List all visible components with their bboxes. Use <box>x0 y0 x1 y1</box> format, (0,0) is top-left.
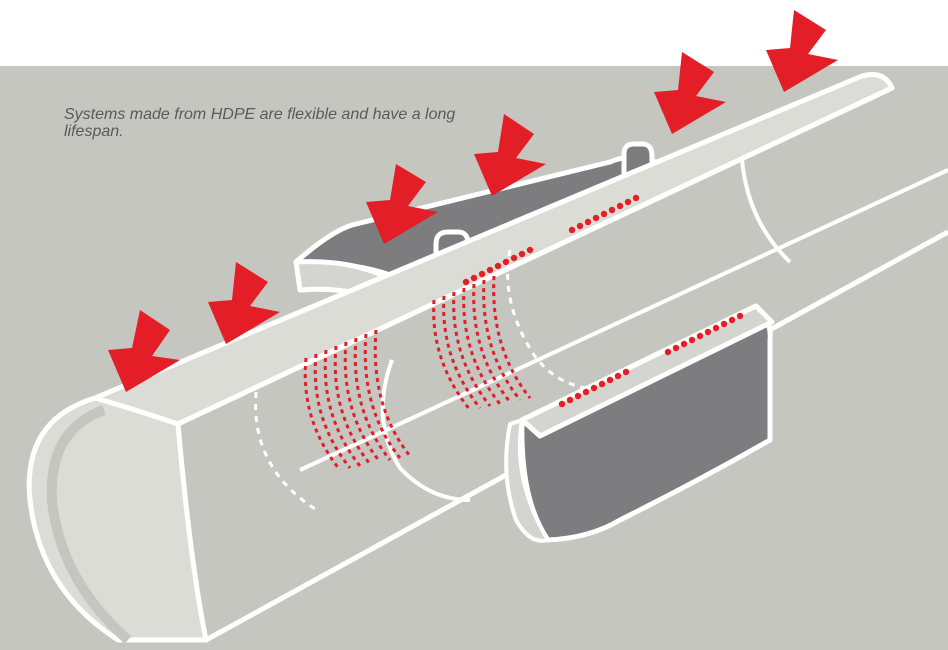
caption-text: Systems made from HDPE are flexible and … <box>64 106 474 140</box>
